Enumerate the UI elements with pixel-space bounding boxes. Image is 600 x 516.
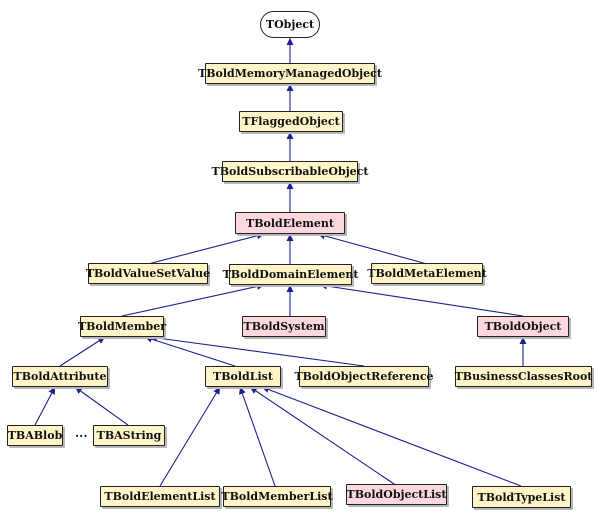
edge-attribute-member	[59, 336, 106, 367]
class-node-tbolddomainelement: TBoldDomainElement	[223, 264, 358, 285]
edge-member-domain	[121, 283, 265, 317]
class-node-tboldobjectreference: TBoldObjectReference	[294, 366, 434, 387]
ellipsis-more-attributes: ...	[75, 426, 88, 440]
class-node-tboldobjectlist: TBoldObjectList	[346, 484, 447, 505]
class-node-tboldobject: TBoldObject	[477, 316, 569, 337]
edge-object-domain	[319, 282, 524, 317]
class-node-tboldvaluesetvalue: TBoldValueSetValue	[86, 263, 210, 284]
class-node-tbablob: TBABlob	[7, 425, 63, 446]
class-node-tboldmember: TBoldMember	[78, 316, 166, 337]
class-node-tboldelement: TBoldElement	[235, 212, 345, 234]
class-node-tboldmemberlist: TBoldMemberList	[221, 486, 333, 507]
edge-blob-attribute	[34, 386, 56, 426]
edge-ellist-list	[159, 386, 221, 487]
class-node-tbusinessclassesroot: TBusinessClassesRoot	[455, 366, 592, 387]
edge-string-attribute	[74, 386, 129, 426]
edge-memlist-list	[239, 386, 276, 487]
edge-valueset-element	[147, 232, 265, 265]
edge-typelist-list	[261, 386, 522, 487]
class-node-tboldsubscribableobject: TBoldSubscribableObject	[212, 161, 368, 182]
edge-meta-element	[317, 232, 428, 265]
class-node-tboldmemorymanagedobject: TBoldMemoryManagedObject	[198, 63, 382, 84]
class-node-tobject: TObject	[260, 11, 320, 38]
edge-list-member	[144, 335, 236, 367]
edge-objref-member	[149, 334, 365, 367]
class-node-tboldelementlist: TBoldElementList	[100, 486, 220, 507]
class-node-tflaggedobject: TFlaggedObject	[239, 111, 343, 132]
class-node-tboldlist: TBoldList	[205, 366, 281, 387]
class-node-tboldsystem: TBoldSystem	[242, 316, 326, 337]
class-node-tboldmetaelement: TBoldMetaElement	[367, 263, 487, 284]
class-node-tboldattribute: TBoldAttribute	[12, 366, 108, 387]
class-node-tboldtypelist: TBoldTypeList	[472, 486, 571, 508]
class-node-tbastring: TBAString	[93, 425, 165, 446]
edge-objlist-list	[249, 386, 398, 487]
